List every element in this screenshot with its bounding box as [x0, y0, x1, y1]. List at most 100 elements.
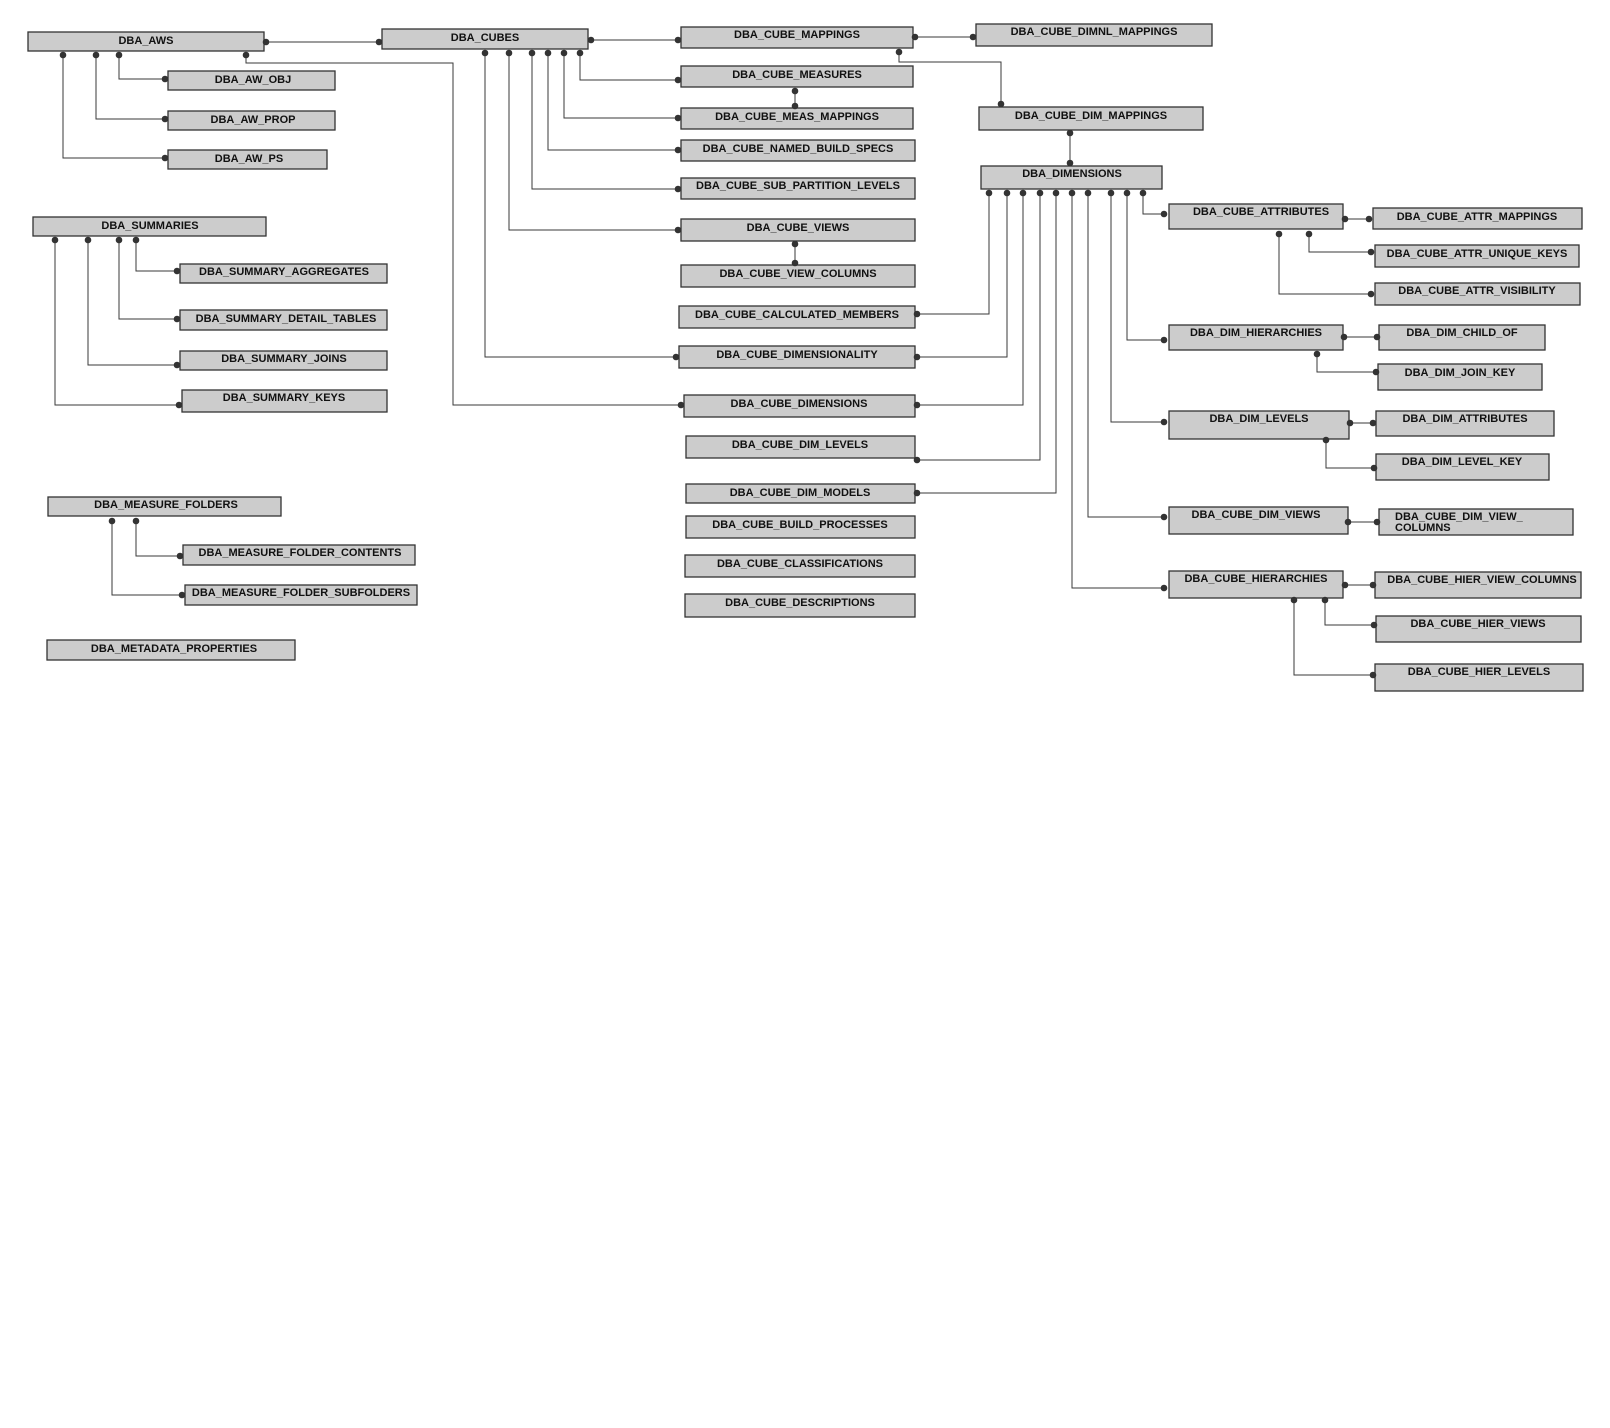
table-label: DBA_AW_OBJ [215, 74, 291, 86]
table-dba-metadata-properties[interactable]: DBA_METADATA_PROPERTIES [46, 639, 296, 661]
table-dba-cube-hier-levels[interactable]: DBA_CUBE_HIER_LEVELS [1374, 663, 1584, 692]
table-dba-cube-dim-view-columns[interactable]: DBA_CUBE_DIM_VIEW_ COLUMNS [1378, 508, 1574, 536]
table-dba-measure-folder-contents[interactable]: DBA_MEASURE_FOLDER_CONTENTS [182, 544, 416, 566]
table-label: DBA_SUMMARY_KEYS [223, 392, 345, 404]
line-hierarchies-levels [1293, 600, 1373, 676]
endpoint-dot [132, 236, 140, 244]
table-label: DBA_CUBE_NAMED_BUILD_SPECS [703, 143, 894, 155]
table-dba-dim-child-of[interactable]: DBA_DIM_CHILD_OF [1378, 324, 1546, 351]
table-dba-cube-dim-views[interactable]: DBA_CUBE_DIM_VIEWS [1168, 506, 1349, 535]
table-label: DBA_DIM_LEVELS [1209, 413, 1308, 425]
endpoint-dot [587, 36, 595, 44]
line-attr-visibility [1278, 234, 1371, 295]
endpoint-dot [1369, 419, 1377, 427]
table-dba-cube-hierarchies[interactable]: DBA_CUBE_HIERARCHIES [1168, 570, 1344, 599]
table-dba-aws[interactable]: DBA_AWS [27, 31, 265, 52]
table-dba-cube-dimensionality[interactable]: DBA_CUBE_DIMENSIONALITY [678, 345, 916, 369]
endpoint-dot [1052, 189, 1060, 197]
table-dba-dim-hierarchies[interactable]: DBA_DIM_HIERARCHIES [1168, 324, 1344, 351]
endpoint-dot [895, 48, 903, 56]
endpoint-dot [1160, 584, 1168, 592]
table-dba-cube-classifications[interactable]: DBA_CUBE_CLASSIFICATIONS [684, 554, 916, 578]
endpoint-dot [161, 154, 169, 162]
table-dba-aw-obj[interactable]: DBA_AW_OBJ [167, 70, 336, 91]
endpoint-dot [481, 49, 489, 57]
table-label: DBA_CUBE_CALCULATED_MEMBERS [695, 309, 899, 321]
endpoint-dot [1084, 189, 1092, 197]
endpoint-dot [1003, 189, 1011, 197]
table-dba-summary-keys[interactable]: DBA_SUMMARY_KEYS [181, 389, 388, 413]
table-dba-cube-attr-visibility[interactable]: DBA_CUBE_ATTR_VISIBILITY [1374, 282, 1581, 306]
relationship-lines [54, 36, 1377, 676]
table-label: DBA_CUBE_CLASSIFICATIONS [717, 558, 883, 570]
endpoint-dot [1367, 290, 1375, 298]
table-dba-cube-named-build-specs[interactable]: DBA_CUBE_NAMED_BUILD_SPECS [680, 139, 916, 162]
table-dba-cube-build-processes[interactable]: DBA_CUBE_BUILD_PROCESSES [685, 515, 916, 539]
table-dba-cube-meas-mappings[interactable]: DBA_CUBE_MEAS_MAPPINGS [680, 107, 914, 130]
endpoint-dot [375, 38, 383, 46]
line-dims-cube-dim-models [917, 193, 1057, 494]
table-dba-cube-dim-levels[interactable]: DBA_CUBE_DIM_LEVELS [685, 435, 916, 459]
line-cubes-cube-views [508, 53, 678, 231]
line-dims-calculated-members [917, 193, 990, 315]
endpoint-dot [1019, 189, 1027, 197]
endpoint-dot [674, 76, 682, 84]
table-dba-cube-dim-mappings[interactable]: DBA_CUBE_DIM_MAPPINGS [978, 106, 1204, 131]
line-dims-dim-levels [1110, 193, 1164, 423]
endpoint-dot [674, 114, 682, 122]
table-dba-summary-detail-tables[interactable]: DBA_SUMMARY_DETAIL_TABLES [179, 309, 388, 331]
table-dba-cube-attr-unique-keys[interactable]: DBA_CUBE_ATTR_UNIQUE_KEYS [1374, 244, 1580, 268]
table-dba-dimensions[interactable]: DBA_DIMENSIONS [980, 165, 1163, 190]
table-dba-aw-prop[interactable]: DBA_AW_PROP [167, 110, 336, 131]
table-label: DBA_DIM_HIERARCHIES [1190, 327, 1322, 339]
table-dba-measure-folder-subfolders[interactable]: DBA_MEASURE_FOLDER_SUBFOLDERS [184, 584, 418, 606]
table-dba-measure-folders[interactable]: DBA_MEASURE_FOLDERS [47, 496, 282, 517]
endpoint-dot [1340, 333, 1348, 341]
table-label: DBA_CUBE_ATTR_VISIBILITY [1398, 285, 1556, 297]
endpoint-dot [677, 401, 685, 409]
line-cubes-dimensionality [484, 53, 676, 358]
table-dba-cubes[interactable]: DBA_CUBES [381, 28, 589, 50]
table-dba-dim-levels[interactable]: DBA_DIM_LEVELS [1168, 410, 1350, 440]
table-dba-aw-ps[interactable]: DBA_AW_PS [167, 149, 328, 170]
table-label: DBA_CUBE_VIEWS [747, 222, 850, 234]
line-hierarchies-views [1324, 600, 1374, 626]
table-dba-cube-descriptions[interactable]: DBA_CUBE_DESCRIPTIONS [684, 593, 916, 618]
table-dba-cube-attributes[interactable]: DBA_CUBE_ATTRIBUTES [1168, 203, 1344, 230]
table-dba-cube-mappings[interactable]: DBA_CUBE_MAPPINGS [680, 26, 914, 49]
endpoint-dot [1068, 189, 1076, 197]
endpoint-dot [92, 51, 100, 59]
table-label: DBA_CUBE_HIERARCHIES [1184, 573, 1327, 585]
endpoint-dot [1370, 464, 1378, 472]
table-dba-cube-hier-view-columns[interactable]: DBA_CUBE_HIER_VIEW_COLUMNS [1374, 571, 1582, 599]
table-dba-cube-measures[interactable]: DBA_CUBE_MEASURES [680, 65, 914, 88]
table-dba-cube-dimensions[interactable]: DBA_CUBE_DIMENSIONS [683, 394, 916, 418]
table-dba-summaries[interactable]: DBA_SUMMARIES [32, 216, 267, 237]
endpoint-dot [969, 33, 977, 41]
table-dba-summary-aggregates[interactable]: DBA_SUMMARY_AGGREGATES [179, 263, 388, 284]
table-dba-dim-join-key[interactable]: DBA_DIM_JOIN_KEY [1377, 363, 1543, 391]
endpoint-dot [913, 401, 921, 409]
table-dba-summary-joins[interactable]: DBA_SUMMARY_JOINS [179, 350, 388, 371]
table-dba-dim-attributes[interactable]: DBA_DIM_ATTRIBUTES [1375, 410, 1555, 437]
endpoint-dot [51, 236, 59, 244]
table-label: DBA_CUBE_DIMNL_MAPPINGS [1011, 26, 1178, 38]
table-dba-cube-calculated-members[interactable]: DBA_CUBE_CALCULATED_MEMBERS [678, 305, 916, 329]
line-aws-aw-ps [62, 55, 165, 159]
table-label: DBA_MEASURE_FOLDERS [94, 499, 238, 511]
table-dba-cube-attr-mappings[interactable]: DBA_CUBE_ATTR_MAPPINGS [1372, 207, 1583, 230]
table-dba-dim-level-key[interactable]: DBA_DIM_LEVEL_KEY [1375, 453, 1550, 481]
line-dims-cube-dimensions [917, 193, 1024, 406]
endpoint-dot [913, 456, 921, 464]
endpoint-dot [84, 236, 92, 244]
table-dba-cube-hier-views[interactable]: DBA_CUBE_HIER_VIEWS [1375, 615, 1582, 643]
table-dba-cube-dim-models[interactable]: DBA_CUBE_DIM_MODELS [685, 483, 916, 504]
table-label: DBA_MEASURE_FOLDER_SUBFOLDERS [192, 587, 410, 599]
endpoint-dot [1369, 671, 1377, 679]
table-label: DBA_DIM_JOIN_KEY [1405, 367, 1516, 379]
table-dba-cube-view-columns[interactable]: DBA_CUBE_VIEW_COLUMNS [680, 264, 916, 288]
line-attr-unique-keys [1308, 234, 1371, 253]
table-dba-cube-sub-partition-levels[interactable]: DBA_CUBE_SUB_PARTITION_LEVELS [680, 177, 916, 200]
table-dba-cube-views[interactable]: DBA_CUBE_VIEWS [680, 218, 916, 242]
table-dba-cube-dimnl-mappings[interactable]: DBA_CUBE_DIMNL_MAPPINGS [975, 23, 1213, 47]
